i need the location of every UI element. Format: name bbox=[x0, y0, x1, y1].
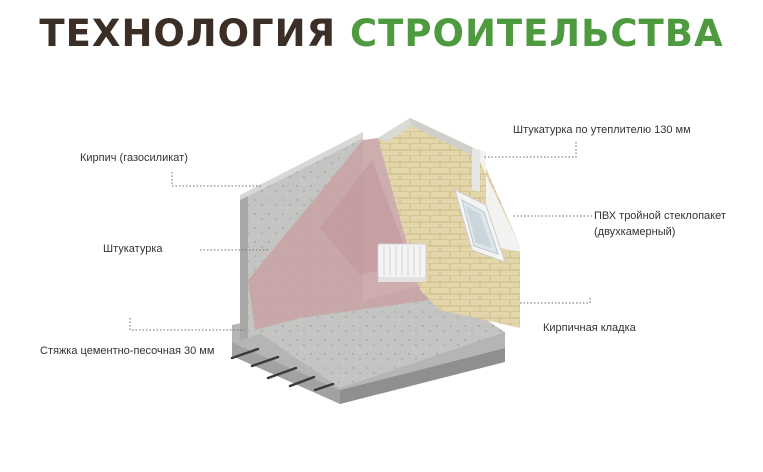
title-word-technology: ТЕХНОЛОГИЯ bbox=[39, 12, 337, 55]
leader-brick-gas-silicate bbox=[171, 172, 262, 187]
label-plaster: Штукатурка bbox=[103, 243, 163, 255]
leader-brick-masonry bbox=[520, 298, 591, 304]
label-screed: Стяжка цементно-песочная 30 мм bbox=[40, 345, 215, 357]
page-title: ТЕХНОЛОГИЯ СТРОИТЕЛЬСТВА bbox=[0, 12, 763, 55]
label-plaster-insulation: Штукатурка по утеплителю 130 мм bbox=[513, 124, 691, 136]
label-brick-masonry: Кирпичная кладка bbox=[543, 322, 636, 334]
pvc-window bbox=[454, 189, 506, 263]
rebar bbox=[230, 347, 335, 392]
label-pvc-window-line1: ПВХ тройной стеклопакет bbox=[594, 210, 726, 222]
radiator bbox=[377, 243, 427, 282]
label-brick-gas-silicate: Кирпич (газосиликат) bbox=[80, 152, 188, 164]
leader-screed bbox=[129, 318, 245, 331]
title-word-construction: СТРОИТЕЛЬСТВА bbox=[349, 12, 724, 55]
leader-plaster-insulation bbox=[484, 142, 577, 158]
leader-lines bbox=[129, 142, 592, 331]
label-pvc-window-line2: (двухкамерный) bbox=[594, 226, 676, 238]
